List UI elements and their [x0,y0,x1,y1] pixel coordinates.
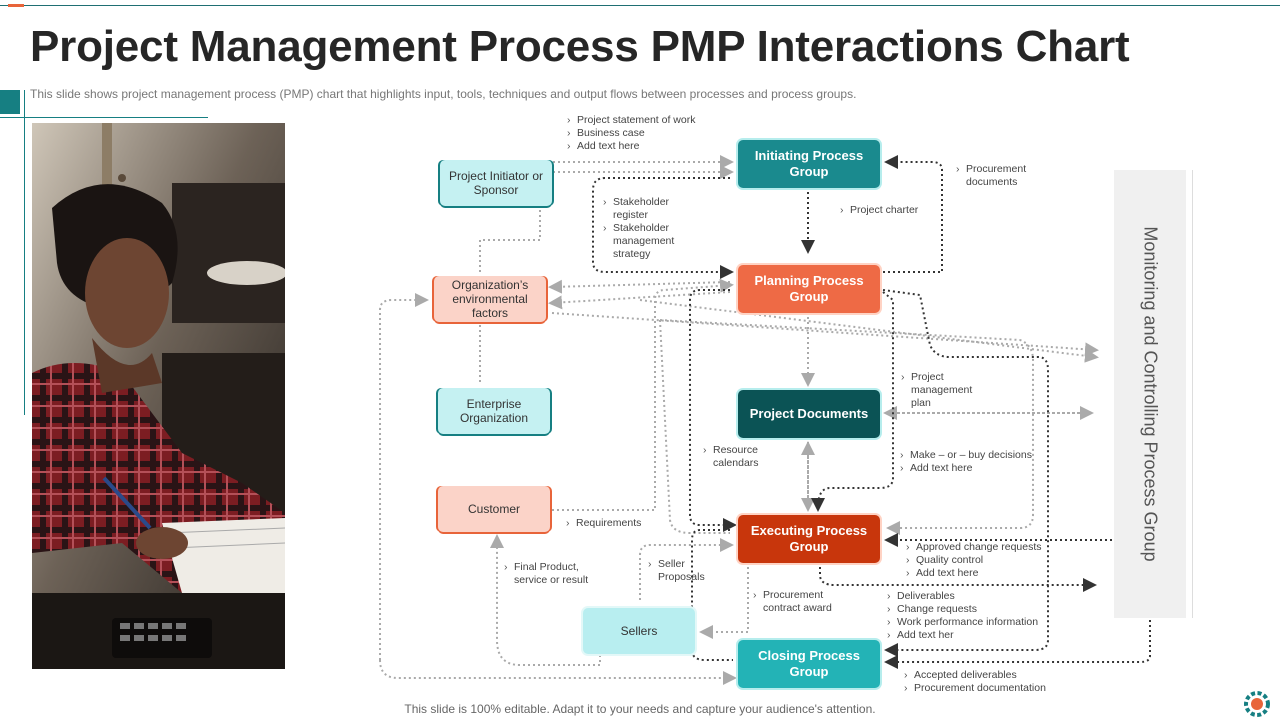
note-project-charter: Project charter [840,204,918,217]
note-deliverables: Deliverables Change requests Work perfor… [887,590,1038,642]
monitoring-panel [1114,170,1186,618]
accent-vertical-line [24,90,25,415]
note-contract-award: Procurement contract award [753,589,838,615]
box-customer: Customer [438,486,550,532]
note-stakeholder: Stakeholder register Stakeholder managem… [603,196,698,261]
note-final-product: Final Product, service or result [504,561,604,587]
monitoring-panel-rule [1192,170,1193,618]
box-initiating-process-group: Initiating Process Group [738,140,880,188]
accent-horizontal-line [0,117,208,118]
note-seller-proposals: Seller Proposals [648,558,718,584]
slide-title: Project Management Process PMP Interacti… [30,22,1130,71]
accent-square [0,90,20,114]
note-management-plan: Project management plan [901,371,986,410]
note-requirements: Requirements [566,517,641,530]
note-resource-calendars: Resource calendars [703,444,778,470]
top-accent-mark [8,4,24,7]
box-project-documents: Project Documents [738,390,880,438]
box-executing-process-group: Executing Process Group [738,515,880,563]
box-closing-process-group: Closing Process Group [738,640,880,688]
box-sellers: Sellers [583,608,695,654]
note-approved-changes: Approved change requests Quality control… [906,541,1042,580]
note-procurement-documents: Procurement documents [956,163,1041,189]
box-enterprise-organization: Enterprise Organization [438,388,550,434]
box-project-initiator: Project Initiator or Sponsor [440,160,552,206]
slide-subtitle: This slide shows project management proc… [30,87,857,101]
box-planning-process-group: Planning Process Group [738,265,880,313]
note-accepted-deliverables: Accepted deliverables Procurement docume… [904,669,1046,695]
box-environmental-factors: Organization’s environmental factors [434,276,546,322]
top-rule [0,5,1280,6]
monitoring-label: Monitoring and Controlling Process Group [1140,226,1161,562]
woman-writing-photo [32,123,285,669]
note-make-buy: Make – or – buy decisions Add text here [900,449,1032,475]
slide-footer: This slide is 100% editable. Adapt it to… [404,702,876,716]
note-initiating-inputs: Project statement of work Business case … [567,114,695,153]
gear-logo-icon [1244,691,1270,717]
